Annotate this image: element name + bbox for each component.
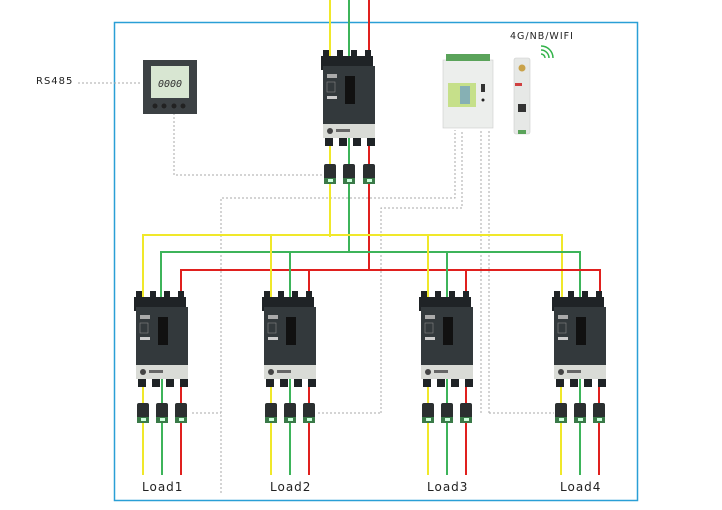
dtu-line-2 xyxy=(380,130,463,413)
bus-c xyxy=(180,269,601,300)
meter-display: 0000 xyxy=(158,79,182,90)
main-breaker xyxy=(320,49,376,147)
branch-breaker xyxy=(261,290,317,388)
current-transformer xyxy=(441,403,453,423)
current-transformer xyxy=(137,403,149,423)
branch-breaker xyxy=(551,290,607,388)
current-transformer xyxy=(156,403,168,423)
current-transformer xyxy=(303,403,315,423)
current-transformer xyxy=(422,403,434,423)
dtu-module xyxy=(513,57,531,135)
branch-4 xyxy=(551,290,607,475)
load-label: Load2 xyxy=(270,480,312,494)
current-transformer xyxy=(175,403,187,423)
energy-meter xyxy=(442,54,494,129)
branch-1 xyxy=(133,290,189,475)
dtu-line-1 xyxy=(220,130,456,493)
current-transformer xyxy=(265,403,277,423)
current-transformer xyxy=(593,403,605,423)
load-label: Load1 xyxy=(142,480,184,494)
current-transformer xyxy=(460,403,472,423)
panel-meter: 0000 xyxy=(143,60,197,114)
meter-ct-line xyxy=(173,113,324,176)
wifi-icon xyxy=(540,45,554,59)
comm-lines xyxy=(78,82,554,493)
load-label: Load4 xyxy=(560,480,602,494)
branch-breaker xyxy=(133,290,189,388)
bus-b xyxy=(160,251,581,300)
branch-breaker xyxy=(418,290,474,388)
bus-a xyxy=(142,234,563,300)
branch-2 xyxy=(261,290,317,475)
current-transformer xyxy=(574,403,586,423)
panel-frame xyxy=(113,21,639,502)
current-transformer xyxy=(284,403,296,423)
main-cts xyxy=(324,164,375,184)
load-label: Load3 xyxy=(427,480,469,494)
wireless-label: 4G/NB/WIFI xyxy=(510,31,574,42)
rs485-label: RS485 xyxy=(36,76,74,87)
branch-3 xyxy=(418,290,474,475)
current-transformer xyxy=(555,403,567,423)
